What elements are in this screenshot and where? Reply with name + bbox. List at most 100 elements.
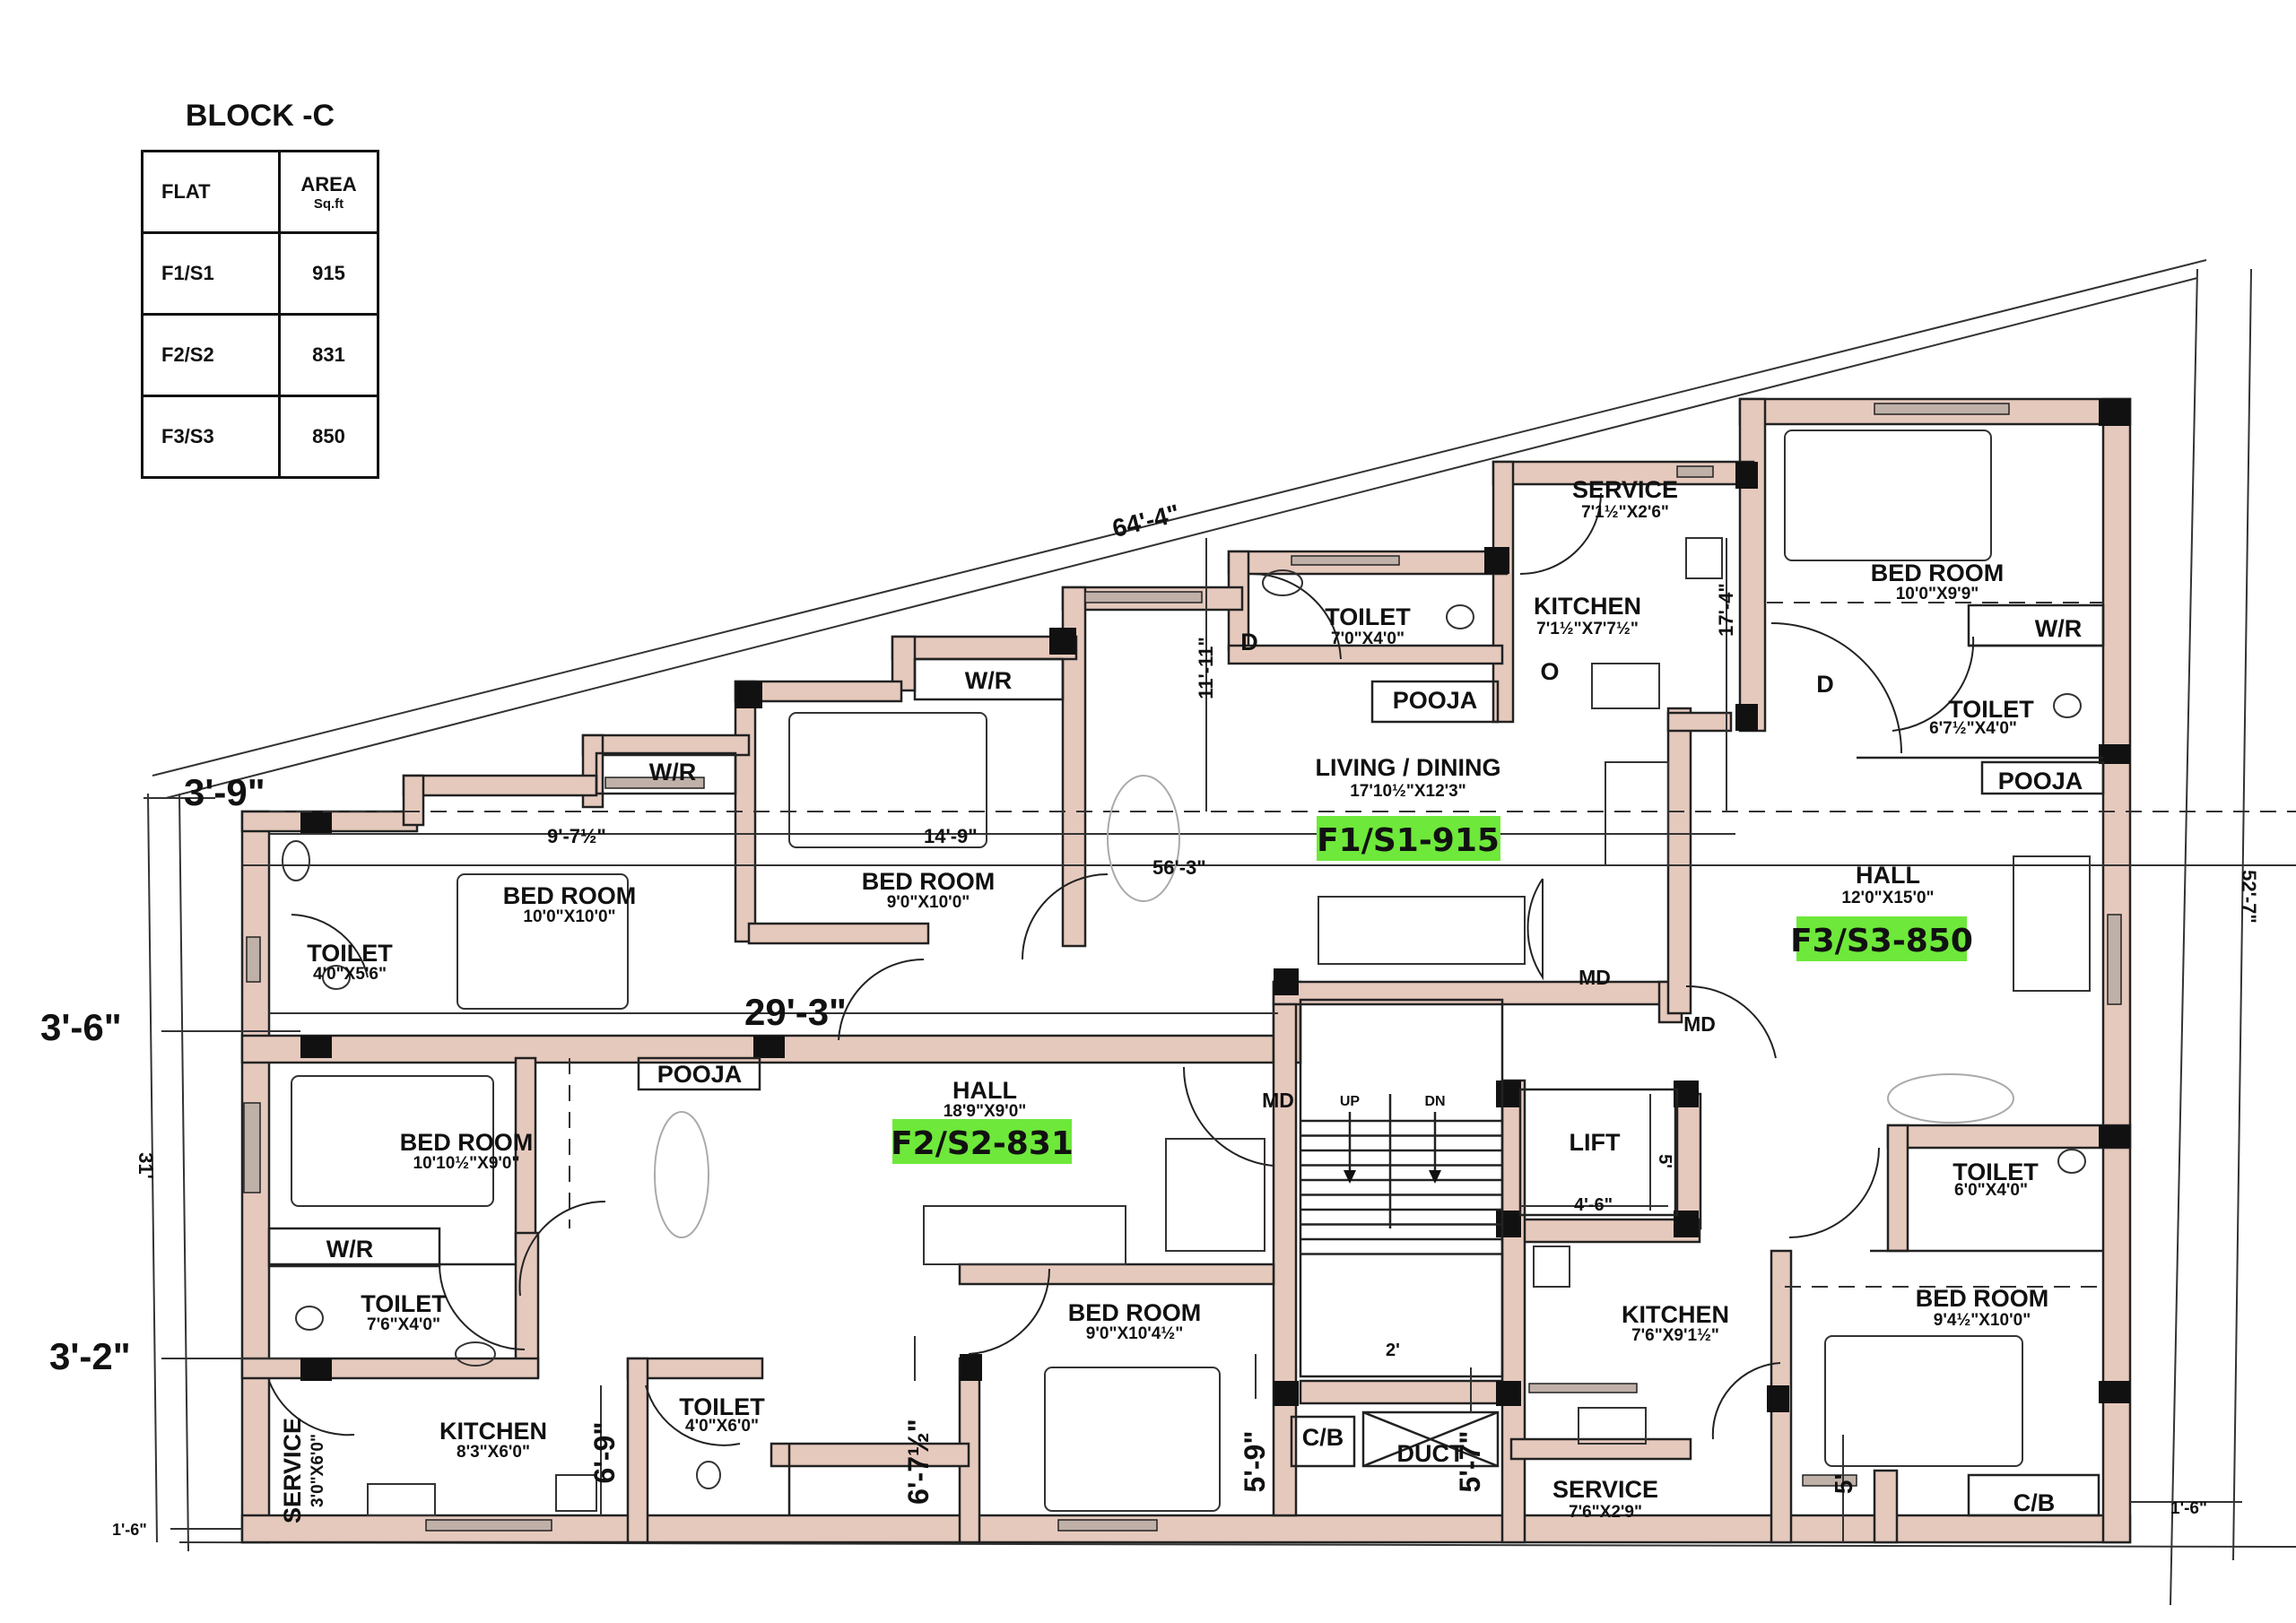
- wall: [1886, 1124, 2132, 1150]
- stair-enclosure: [1299, 998, 1504, 1378]
- dim-5-7: 5'-7": [1454, 1430, 1486, 1492]
- door-labels: D D O MD MD MD: [1240, 629, 1834, 1112]
- partitions: [267, 603, 2105, 1517]
- window: [2107, 914, 2122, 1005]
- door-label-md: MD: [1262, 1089, 1294, 1112]
- column: [1767, 1385, 1789, 1412]
- wall: [1886, 1124, 1909, 1253]
- lift-shaft: [1518, 1088, 1679, 1217]
- door-swing: [1711, 1362, 1781, 1440]
- f1-kitchen-label: KITCHEN: [1534, 593, 1641, 620]
- walls: [240, 397, 2132, 1544]
- door-swing: [439, 1263, 526, 1350]
- left-boundary-outer: [147, 793, 158, 1543]
- wall: [581, 733, 751, 757]
- door-swing: [1788, 1147, 1880, 1238]
- wall: [1492, 460, 1515, 724]
- dim-17-4: 17'-4": [1715, 583, 1737, 637]
- wall: [1738, 397, 1767, 733]
- f1-wr-b-label: W/R: [649, 759, 696, 785]
- f3-toilet-a-label: TOILET: [1948, 696, 2034, 723]
- dim-6-7: 6'-7½": [902, 1419, 935, 1505]
- flat-area: 850: [278, 395, 379, 479]
- door-swing: [1519, 492, 1602, 575]
- lift-label: LIFT: [1570, 1129, 1621, 1156]
- stove-icon: [1578, 1407, 1647, 1445]
- f1-wr-a-label: W/R: [965, 667, 1012, 694]
- f3-toilet-a-size: 6'7½"X4'0": [1929, 719, 2017, 738]
- window: [425, 1519, 552, 1532]
- f1-toilet-b-size: 4'0"X5'6": [313, 965, 387, 984]
- f1-wr-a-box: [913, 657, 1065, 701]
- flat-area: 915: [278, 231, 379, 316]
- wall: [1666, 707, 1692, 1015]
- duct: [1290, 1410, 1500, 1468]
- dim-left-offset: 1'-6": [112, 1521, 147, 1539]
- flat-tags: F1/S1-915 F2/S2-831 F3/S3-850: [891, 816, 1973, 1164]
- dim-right-offset: 1'-6": [2170, 1499, 2207, 1518]
- door-swing: [1526, 878, 1544, 981]
- flat-name: F1/S1: [141, 231, 281, 316]
- f2-service-size: 3'0"X6'0": [309, 1434, 327, 1507]
- f1-living-size: 17'10½"X12'3": [1350, 782, 1466, 801]
- door-label-md: MD: [1683, 1012, 1716, 1036]
- f1-toilet-a-size: 7'0"X4'0": [1331, 629, 1405, 648]
- f3-tag: F3/S3-850: [1790, 923, 1973, 959]
- wall: [1666, 711, 1733, 733]
- f3-bed-a-label: BED ROOM: [1871, 560, 2005, 586]
- columns: [300, 399, 2130, 1412]
- table-row: F1/S1 915: [141, 231, 379, 316]
- up-arrow-head-icon: [1344, 1170, 1356, 1184]
- wall: [240, 1357, 540, 1380]
- door-label-d: D: [1240, 629, 1258, 655]
- f3-cb-label: C/B: [2013, 1489, 2056, 1516]
- f1-bed-a-label: BED ROOM: [862, 868, 996, 895]
- dim-14-9: 14'-9": [924, 825, 978, 847]
- cb-core-box: [1290, 1415, 1356, 1468]
- door-swing: [268, 1380, 355, 1436]
- wall: [240, 1514, 2132, 1544]
- f3-bed-b-size: 9'4½"X10'0": [1934, 1311, 2031, 1330]
- wall: [1873, 1469, 1899, 1544]
- sofa-icon: [1318, 896, 1526, 965]
- f2-kitchen-size: 8'3"X6'0": [457, 1443, 530, 1462]
- dim-9-7: 9'-7½": [547, 825, 606, 847]
- door-swing: [1685, 985, 1777, 1059]
- dim-lift-width: 4'-6": [1574, 1195, 1613, 1215]
- sink-icon: [1685, 537, 1723, 579]
- bed-icon: [788, 712, 987, 848]
- bed-icon: [457, 873, 629, 1010]
- wall: [958, 1263, 1275, 1286]
- f1-bed-b-size: 10'0"X10'0": [523, 907, 615, 926]
- door-swing: [1770, 622, 1902, 754]
- f1-toilet-b-label: TOILET: [307, 940, 393, 967]
- f3-service-size: 7'6"X2'9": [1569, 1503, 1642, 1522]
- header-area-unit: Sq.ft: [313, 195, 344, 212]
- wall: [402, 774, 425, 827]
- header-area-label: AREA: [300, 172, 357, 195]
- sofa-icon: [1165, 1138, 1265, 1252]
- column: [2099, 1125, 2130, 1148]
- column: [2099, 1381, 2130, 1403]
- f3-kitchen-label: KITCHEN: [1622, 1301, 1729, 1328]
- dim-3-2: 3'-2": [49, 1335, 131, 1377]
- diagonal-boundary-outer: [152, 259, 2207, 777]
- table-row: F3/S3 850: [141, 395, 379, 479]
- f1-pooja-label: POOJA: [1393, 687, 1478, 714]
- dim-11-11: 11'-11": [1195, 637, 1217, 699]
- sofa-icon: [1605, 761, 1669, 866]
- column: [960, 1354, 982, 1381]
- f1-living-label: LIVING / DINING: [1315, 754, 1500, 781]
- f3-bed-a-size: 10'0"X9'9": [1896, 585, 1979, 603]
- door-label-d: D: [1816, 671, 1834, 698]
- dim-3-9: 3'-9": [184, 771, 265, 813]
- doors: [268, 492, 1975, 1446]
- wc-icon: [2053, 693, 2082, 718]
- f3-bed-b-label: BED ROOM: [1916, 1285, 2049, 1312]
- f2-wr-label: W/R: [326, 1236, 373, 1263]
- dim-diagonal: 64'-4": [1109, 499, 1182, 542]
- f3-toilet-b-label: TOILET: [1952, 1159, 2039, 1185]
- flat-name: F2/S2: [141, 313, 281, 397]
- f3-tag-bg: [1796, 916, 1967, 961]
- room-labels: SERVICE 7'1½"X2'6" KITCHEN 7'1½"X7'7½" T…: [279, 476, 2083, 1523]
